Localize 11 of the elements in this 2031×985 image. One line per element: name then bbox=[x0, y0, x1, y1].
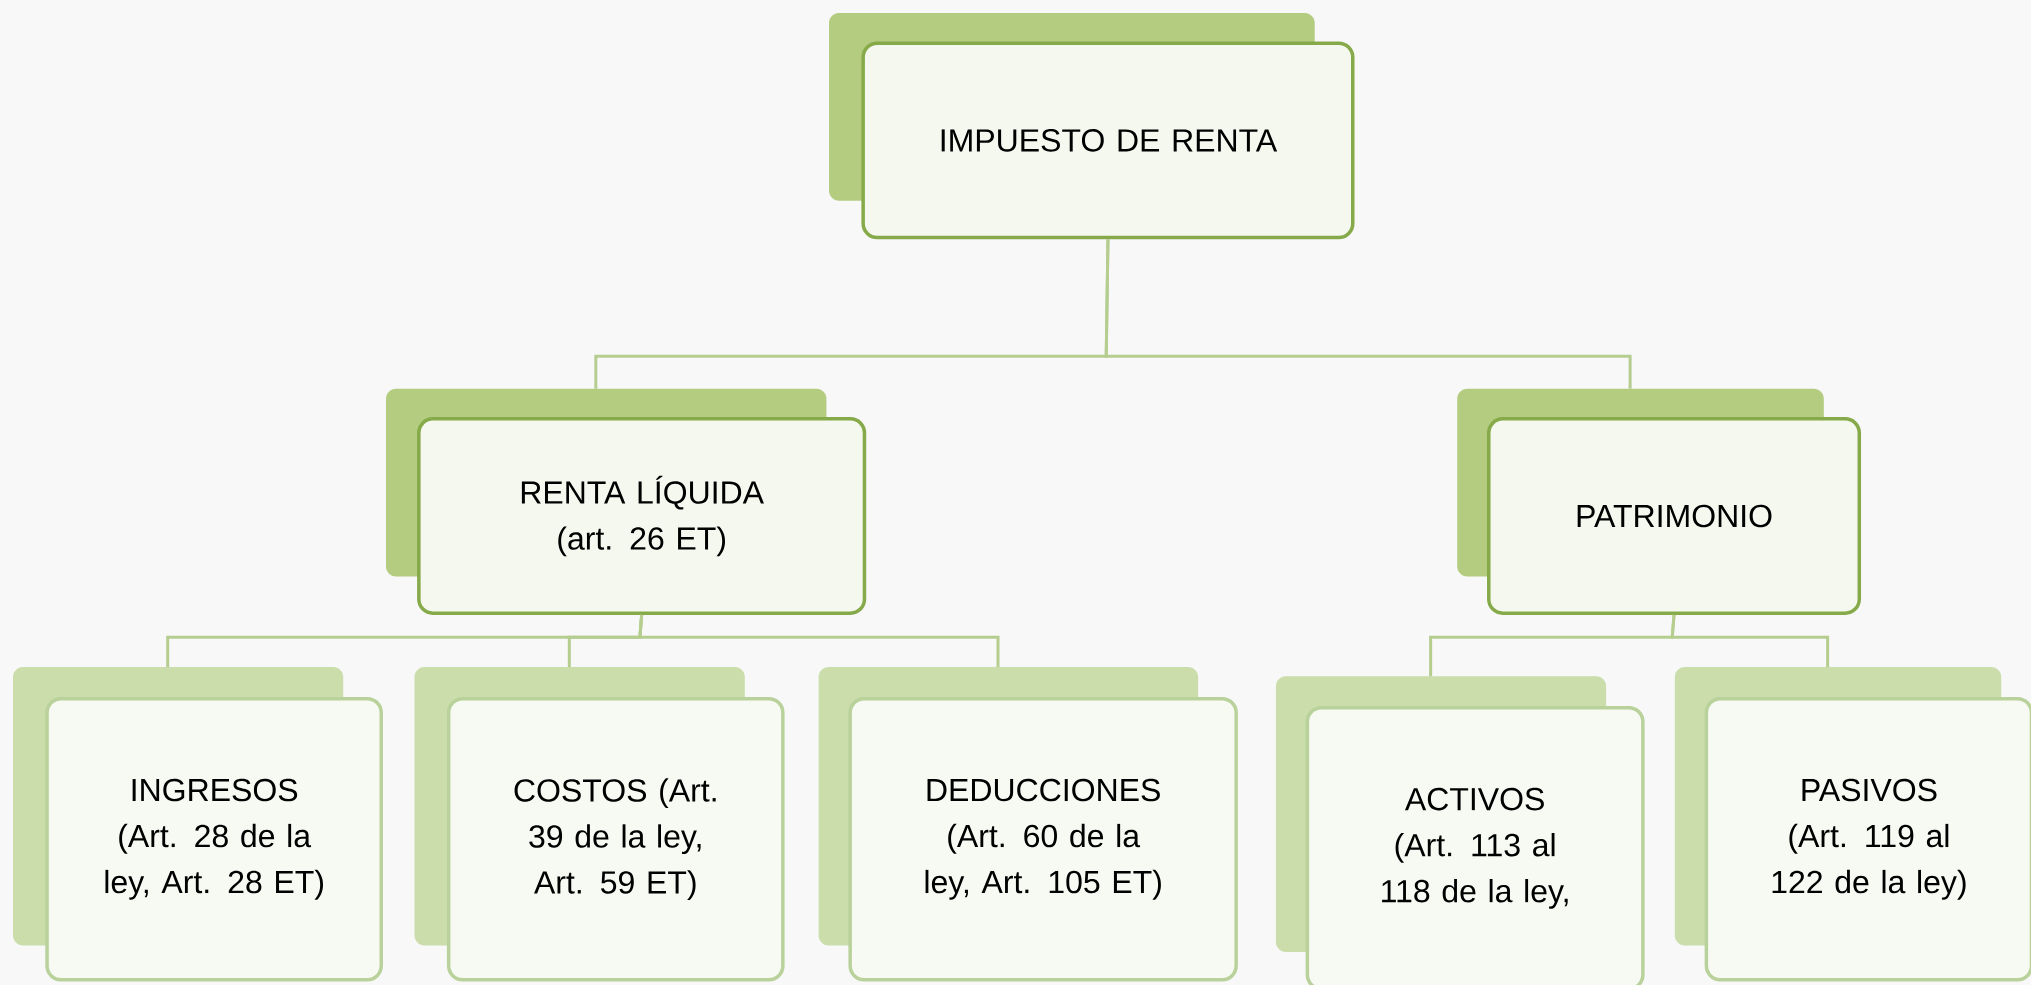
org-chart-box: RENTA LÍQUIDA (art. 26 ET) bbox=[386, 388, 867, 615]
org-chart-box: PATRIMONIO bbox=[1457, 388, 1862, 615]
org-chart-box: DEDUCCIONES (Art. 60 de la ley, Art. 105 ET) bbox=[818, 667, 1238, 982]
org-chart-box: IMPUESTO DE RENTA bbox=[829, 13, 1355, 240]
org-chart-box: ACTIVOS (Art. 113 al 118 de la ley, bbox=[1275, 676, 1645, 985]
org-chart-box: COSTOS (Art. 39 de la ley, Art. 59 ET) bbox=[414, 667, 785, 982]
org-chart-box: PASIVOS (Art. 119 al 122 de la ley) bbox=[1674, 667, 2031, 982]
connector-line bbox=[1104, 239, 1632, 389]
org-chart-box: INGRESOS (Art. 28 de la ley, Art. 28 ET) bbox=[13, 667, 383, 982]
connector-line bbox=[638, 614, 1000, 668]
connector-line bbox=[1670, 614, 1830, 668]
